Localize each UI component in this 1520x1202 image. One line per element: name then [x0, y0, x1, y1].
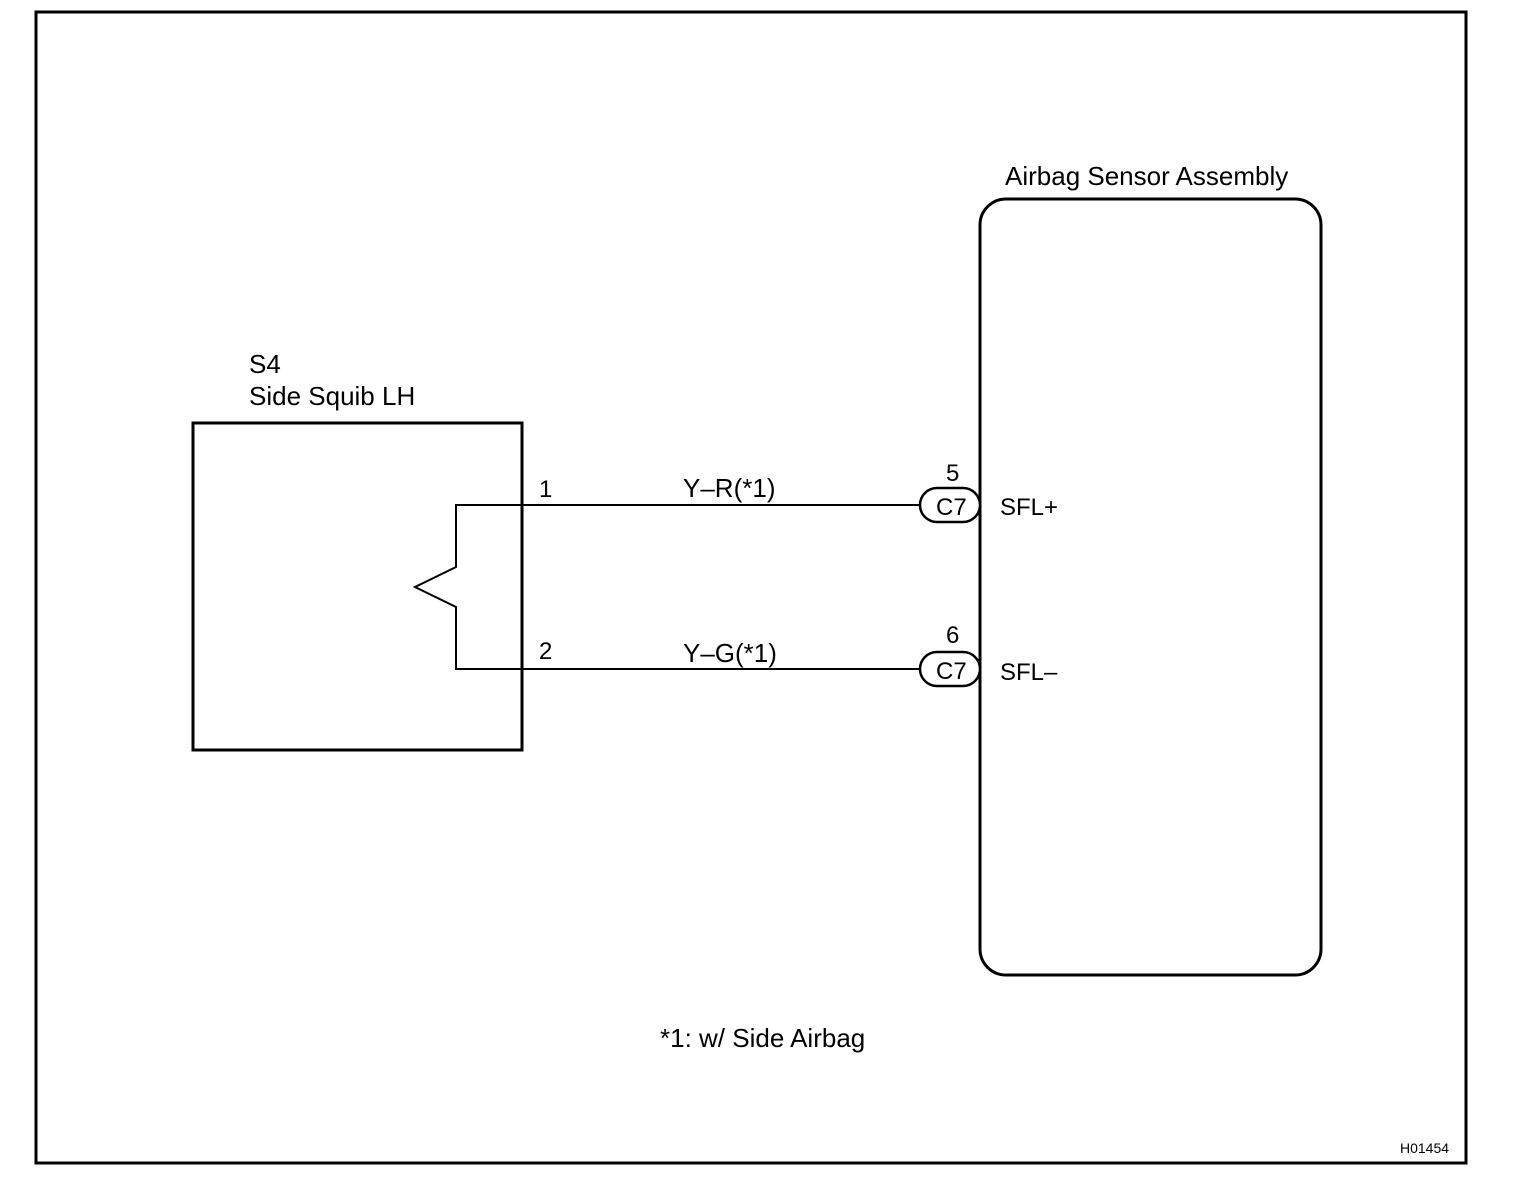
squib-box — [191, 421, 524, 752]
squib-pin-2-label: 2 — [539, 638, 552, 665]
connector-c7-pin-5-label: C7 — [936, 494, 967, 521]
sensor-signal-sfl-minus: SFL– — [1000, 659, 1058, 686]
footnote: *1: w/ Side Airbag — [660, 1023, 865, 1053]
squib-element-symbol — [412, 504, 522, 670]
connector-c7-pin-5 — [918, 486, 982, 524]
connector-c7-pin-6 — [918, 650, 982, 688]
wire-2-color-label: Y–G(*1) — [683, 638, 777, 668]
connector-c7-pin-6-label: C7 — [936, 658, 967, 685]
diagram-frame — [34, 10, 1468, 1165]
sensor-name-label: Airbag Sensor Assembly — [1005, 161, 1288, 191]
squib-name-label: Side Squib LH — [249, 381, 415, 411]
sensor-box — [978, 197, 1323, 977]
sensor-pin-6-label: 6 — [946, 622, 959, 649]
wire-1-color-label: Y–R(*1) — [683, 473, 775, 503]
squib-pin-1-label: 1 — [539, 476, 552, 503]
sensor-pin-5-label: 5 — [946, 460, 959, 487]
figure-id: H01454 — [1400, 1140, 1449, 1156]
squib-code-label: S4 — [249, 349, 281, 379]
sensor-signal-sfl-plus: SFL+ — [1000, 494, 1058, 521]
